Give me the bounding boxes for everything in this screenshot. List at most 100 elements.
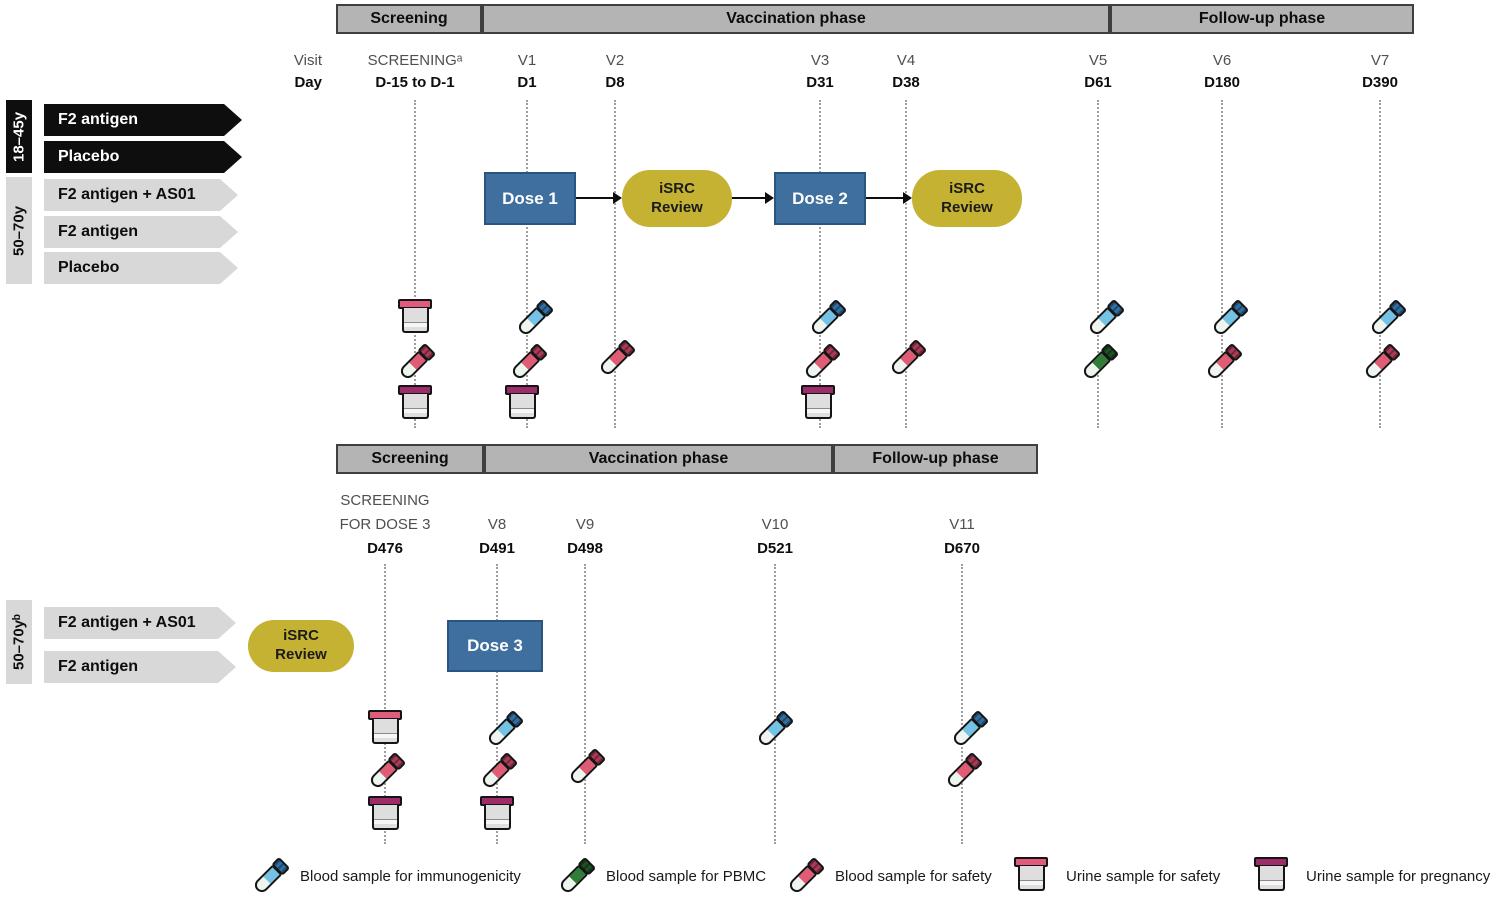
- day-label-v11: D670: [944, 540, 980, 557]
- timeline-dotted-line: [384, 564, 386, 844]
- timeline-dotted-line: [961, 564, 963, 844]
- day-label-v10: D521: [757, 540, 793, 557]
- blood-safety-icon: [392, 341, 438, 387]
- blood-safety-icon: [562, 746, 608, 792]
- arm-f2-antigen-18-45y: F2 antigen: [44, 104, 242, 136]
- day-label-v6: D180: [1204, 74, 1240, 91]
- flow-arrow-icon: [732, 192, 774, 204]
- phase-header-vaccination-bottom: Vaccination phase: [484, 444, 833, 474]
- urine-pregnancy-icon: [366, 796, 404, 836]
- visit-label-v8: V8: [487, 516, 507, 533]
- legend-label: Blood sample for immunogenicity: [300, 867, 521, 885]
- timeline-dotted-line: [526, 100, 528, 428]
- blood-safety-icon: [592, 337, 638, 383]
- timeline-dotted-line: [496, 564, 498, 844]
- flow-arrow-icon: [576, 192, 622, 204]
- urine-pregnancy-icon: [799, 385, 837, 425]
- urine-pregnancy-icon: [478, 796, 516, 836]
- blood-safety-icon: [781, 853, 827, 899]
- phase-header-followup-top: Follow-up phase: [1110, 4, 1414, 34]
- timeline-dotted-line: [905, 100, 907, 428]
- day-axis-label: Day: [294, 74, 322, 91]
- visit-label-v10: V10: [761, 516, 789, 533]
- visit-label-screening-dose3-line2: FOR DOSE 3: [339, 516, 431, 533]
- phase-header-screening-bottom: Screening: [336, 444, 484, 474]
- isrc-line1: iSRC: [283, 627, 319, 645]
- timeline-dotted-line: [414, 100, 416, 428]
- legend-item: Blood sample for PBMC: [552, 853, 766, 899]
- isrc-line1: iSRC: [659, 179, 695, 197]
- phase-header-vaccination-top: Vaccination phase: [482, 4, 1110, 34]
- legend-label: Urine sample for safety: [1066, 867, 1221, 885]
- isrc-line2: Review: [275, 646, 327, 663]
- isrc-line1: iSRC: [949, 179, 985, 197]
- arm-f2-antigen-as01-50-70y: F2 antigen + AS01: [44, 179, 238, 211]
- visit-label-v6: V6: [1212, 52, 1232, 69]
- visit-label-v4: V4: [896, 52, 916, 69]
- visit-label-v7: V7: [1370, 52, 1390, 69]
- isrc-review-oval-2: iSRC Review: [912, 170, 1022, 227]
- visit-axis-label: Visit: [293, 52, 322, 69]
- urine-safety-icon: [1012, 853, 1058, 899]
- urine-safety-icon: [396, 299, 434, 339]
- day-label-screening: D-15 to D-1: [375, 74, 455, 91]
- blood-safety-icon: [883, 337, 929, 383]
- blood-immunogenicity-icon: [1363, 297, 1409, 343]
- day-label-v9: D498: [567, 540, 603, 557]
- arm-placebo-50-70y: Placebo: [44, 252, 238, 284]
- age-group-50-70y-label: 50–70y: [6, 177, 32, 284]
- phase-header-followup-bottom: Follow-up phase: [833, 444, 1038, 474]
- arm-placebo-18-45y: Placebo: [44, 141, 242, 173]
- blood-safety-icon: [504, 341, 550, 387]
- blood-immunogenicity-icon: [1205, 297, 1251, 343]
- isrc-review-oval-1: iSRC Review: [622, 170, 732, 227]
- blood-immunogenicity-icon: [803, 297, 849, 343]
- blood-immunogenicity-icon: [246, 853, 292, 899]
- legend-item: Urine sample for pregnancy: [1252, 853, 1490, 899]
- blood-immunogenicity-icon: [480, 708, 526, 754]
- timeline-dotted-line: [584, 564, 586, 844]
- blood-safety-icon: [1357, 341, 1403, 387]
- legend-label: Blood sample for safety: [835, 867, 992, 885]
- visit-label-v1: V1: [517, 52, 537, 69]
- blood-immunogenicity-icon: [510, 297, 556, 343]
- visit-label-v5: V5: [1088, 52, 1108, 69]
- blood-immunogenicity-icon: [750, 708, 796, 754]
- blood-pbmc-icon: [1075, 341, 1121, 387]
- timeline-dotted-line: [1097, 100, 1099, 428]
- isrc-line2: Review: [941, 198, 993, 216]
- blood-safety-icon: [939, 750, 985, 796]
- dose-2-box: Dose 2: [774, 172, 866, 225]
- blood-pbmc-icon: [552, 853, 598, 899]
- phase-header-screening-top: Screening: [336, 4, 482, 34]
- age-group-18-45y-label: 18–45y: [6, 100, 32, 173]
- arm-f2-antigen-as01-dose3: F2 antigen + AS01: [44, 607, 236, 639]
- timeline-dotted-line: [1379, 100, 1381, 428]
- blood-immunogenicity-icon: [1081, 297, 1127, 343]
- blood-immunogenicity-icon: [945, 708, 991, 754]
- legend-item: Blood sample for immunogenicity: [246, 853, 521, 899]
- timeline-dotted-line: [1221, 100, 1223, 428]
- visit-label-v3: V3: [810, 52, 830, 69]
- urine-pregnancy-icon: [1252, 853, 1298, 899]
- blood-safety-icon: [474, 750, 520, 796]
- timeline-dotted-line: [614, 100, 616, 428]
- dose-1-box: Dose 1: [484, 172, 576, 225]
- arm-f2-antigen-50-70y: F2 antigen: [44, 216, 238, 248]
- day-label-v5: D61: [1084, 74, 1112, 91]
- visit-label-v11: V11: [949, 516, 975, 533]
- day-label-v2: D8: [605, 74, 625, 91]
- isrc-line2: Review: [651, 198, 703, 216]
- age-group-50-70yb-label: 50–70yᵇ: [6, 600, 32, 684]
- blood-safety-icon: [1199, 341, 1245, 387]
- day-label-v7: D390: [1362, 74, 1398, 91]
- legend-label: Blood sample for PBMC: [606, 867, 767, 885]
- visit-label-v2: V2: [605, 52, 625, 69]
- blood-safety-icon: [797, 341, 843, 387]
- legend-label: Urine sample for pregnancy: [1306, 867, 1491, 885]
- day-label-v4: D38: [892, 74, 920, 91]
- arm-f2-antigen-dose3: F2 antigen: [44, 651, 236, 683]
- dose-3-box: Dose 3: [447, 620, 543, 672]
- urine-safety-icon: [366, 710, 404, 750]
